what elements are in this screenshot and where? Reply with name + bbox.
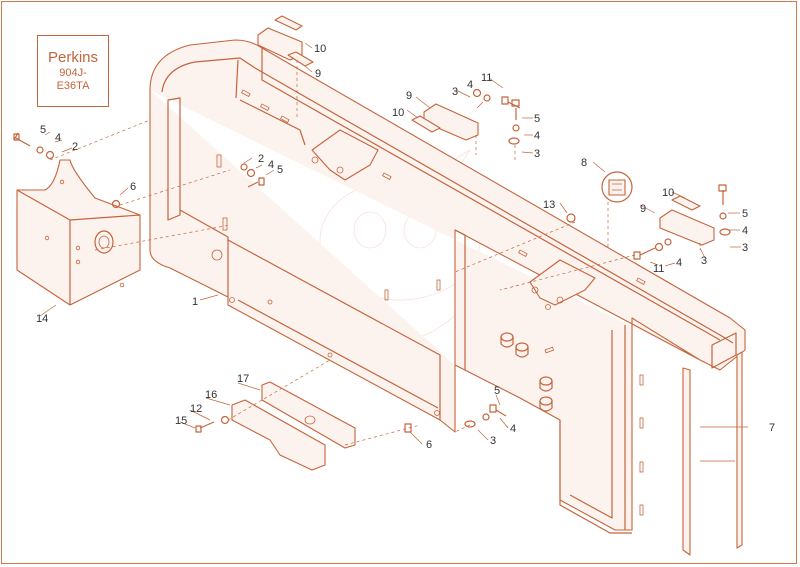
callout-12: 12 (190, 403, 202, 415)
bracket-set-right (659, 195, 715, 246)
callout-4: 4 (510, 423, 516, 435)
callout-3: 3 (490, 435, 496, 447)
callout-6: 6 (130, 181, 136, 193)
engine-model-box: Perkins 904J- E36TA (37, 35, 109, 107)
plate-17 (261, 381, 356, 449)
clip-8 (601, 171, 633, 203)
plate-16 (231, 399, 326, 471)
callout-2: 2 (72, 141, 78, 153)
side-plate-7 (682, 351, 743, 556)
callout-11: 11 (653, 263, 664, 275)
callout-10: 10 (662, 187, 674, 199)
callout-4: 4 (676, 257, 682, 269)
callout-5: 5 (277, 164, 283, 176)
callout-4: 4 (534, 130, 540, 142)
engine-brand: Perkins (47, 49, 99, 66)
callout-11: 11 (481, 72, 492, 84)
callout-15: 15 (175, 415, 187, 427)
callout-4: 4 (268, 159, 274, 171)
callout-labels: 10 9 11 4 3 9 10 5 4 3 8 10 9 5 4 3 3 4 … (36, 43, 775, 451)
main-frame (149, 39, 746, 534)
callout-13: 13 (543, 199, 555, 211)
callout-5: 5 (534, 113, 540, 125)
assembly-lines (49, 60, 701, 446)
callout-2: 2 (258, 153, 264, 165)
callout-9: 9 (640, 203, 646, 215)
engine-code: E36TA (56, 80, 90, 92)
callout-16: 16 (205, 389, 217, 401)
fasteners (13, 88, 731, 433)
callout-5: 5 (742, 208, 748, 220)
callout-3: 3 (701, 255, 707, 267)
callout-3: 3 (742, 242, 748, 254)
callout-17: 17 (237, 373, 249, 385)
callout-5: 5 (40, 124, 46, 136)
callout-4: 4 (467, 79, 473, 91)
callout-3: 3 (452, 86, 458, 98)
callout-8: 8 (581, 157, 587, 169)
bracket-set-middle (411, 103, 479, 141)
callout-1: 1 (192, 296, 198, 308)
callout-9: 9 (406, 90, 412, 102)
leader-lines (39, 42, 748, 462)
bracket-plate-14 (16, 159, 141, 306)
callout-4: 4 (742, 225, 748, 237)
callout-5: 5 (494, 385, 500, 397)
callout-14: 14 (36, 313, 48, 325)
callout-3: 3 (534, 148, 540, 160)
callout-6: 6 (426, 439, 432, 451)
callout-10: 10 (392, 107, 404, 119)
callout-10: 10 (314, 43, 326, 55)
engine-model: 904J- (59, 67, 87, 79)
bracket-set-top (257, 15, 314, 67)
callout-4: 4 (55, 132, 61, 144)
callout-9: 9 (315, 68, 321, 80)
callout-7: 7 (769, 422, 775, 434)
